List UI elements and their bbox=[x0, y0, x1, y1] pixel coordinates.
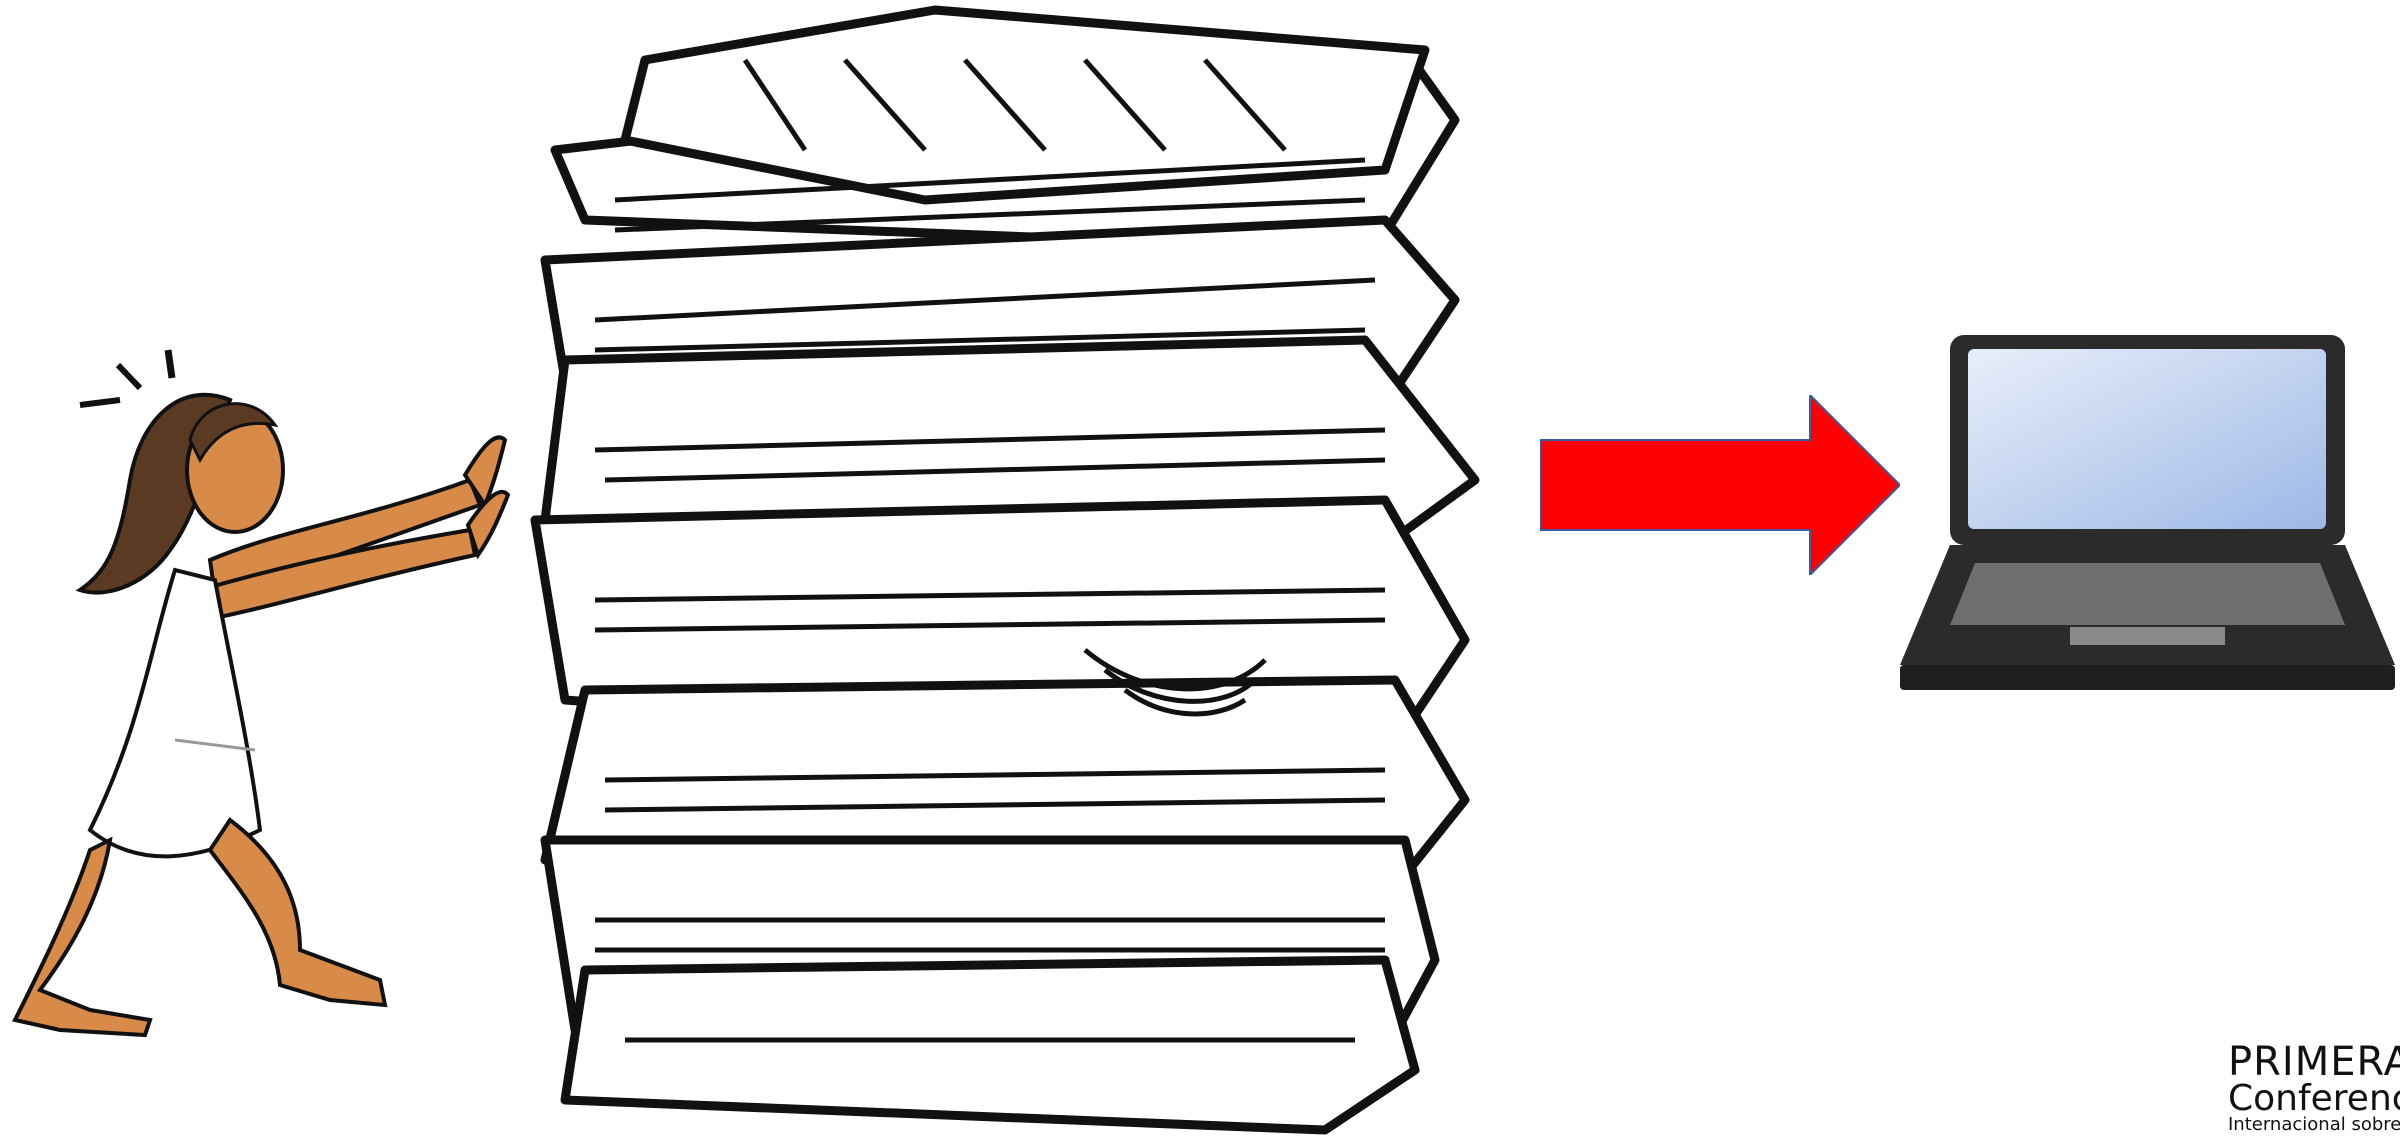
logo-tagline: Internacional sobre bbox=[2228, 1116, 2400, 1134]
paper-stack-icon bbox=[505, 0, 1505, 1138]
logo-title: PRIMERA bbox=[2228, 1042, 2400, 1082]
woman-pushing-icon bbox=[0, 330, 520, 1050]
conference-logo: PRIMERA Conferencia Internacional sobre bbox=[2228, 1042, 2400, 1138]
arrow-right-icon bbox=[1540, 395, 1900, 575]
laptop-icon bbox=[1900, 335, 2395, 690]
logo-subtitle: Conferencia bbox=[2228, 1082, 2400, 1116]
